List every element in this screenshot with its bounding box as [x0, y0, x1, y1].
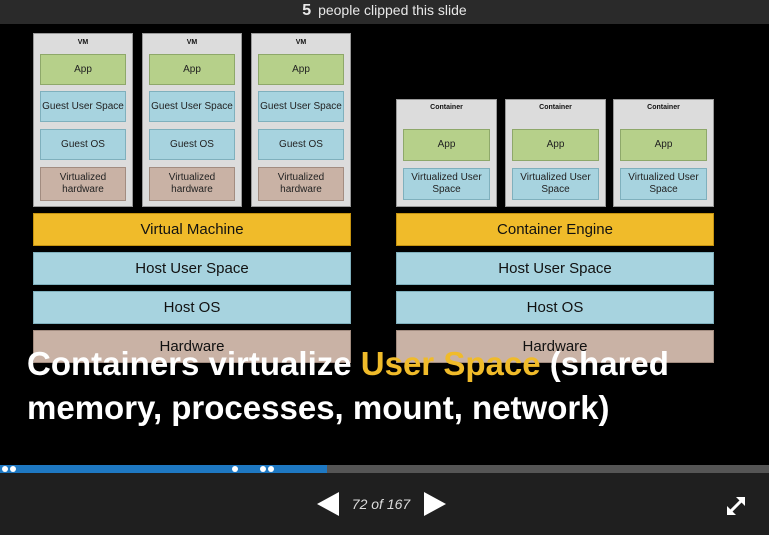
player-controls — [0, 473, 769, 535]
vm-box: VM App Guest User Space Guest OS Virtual… — [142, 33, 242, 207]
container-app-cell: App — [620, 129, 707, 161]
clip-text: people clipped this slide — [318, 2, 467, 18]
vm-guest-os-cell: Guest OS — [258, 129, 344, 160]
progress-marker[interactable] — [260, 466, 266, 472]
vm-virtualized-hardware-cell: Virtualized hardware — [40, 167, 126, 201]
vm-box: VM App Guest User Space Guest OS Virtual… — [251, 33, 351, 207]
fullscreen-icon[interactable] — [724, 494, 748, 518]
container-box-title: Container — [430, 104, 463, 111]
slide-progress-bar[interactable] — [0, 465, 769, 473]
container-box: Container App Virtualized User Space — [505, 99, 606, 207]
vm-app-cell: App — [258, 54, 344, 85]
vm-guest-os-cell: Guest OS — [149, 129, 235, 160]
next-slide-icon[interactable] — [424, 492, 446, 516]
vm-box-title: VM — [77, 39, 89, 46]
host-os-layer: Host OS — [33, 291, 351, 324]
container-box-title: Container — [647, 104, 680, 111]
progress-marker[interactable] — [2, 466, 8, 472]
vm-box: VM App Guest User Space Guest OS Virtual… — [33, 33, 133, 207]
clip-count: 5 — [302, 2, 312, 19]
caption-part1: Containers virtualize — [27, 345, 361, 382]
host-os-layer: Host OS — [396, 291, 714, 324]
slide-canvas: VM App Guest User Space Guest OS Virtual… — [0, 24, 769, 465]
vm-guest-user-space-cell: Guest User Space — [258, 91, 344, 122]
progress-marker[interactable] — [10, 466, 16, 472]
vm-virtualized-hardware-cell: Virtualized hardware — [149, 167, 235, 201]
virtual-machine-layer: Virtual Machine — [33, 213, 351, 246]
container-box-title: Container — [539, 104, 572, 111]
slide-pager: 72 of 167 — [351, 496, 411, 512]
container-box: Container App Virtualized User Space — [613, 99, 714, 207]
host-user-space-layer: Host User Space — [396, 252, 714, 285]
container-box: Container App Virtualized User Space — [396, 99, 497, 207]
hardware-layer: Hardware — [396, 330, 714, 363]
container-virtualized-user-space-cell: Virtualized User Space — [512, 168, 599, 200]
vm-virtualized-hardware-cell: Virtualized hardware — [258, 167, 344, 201]
progress-fill — [0, 465, 327, 473]
vm-box-title: VM — [295, 39, 307, 46]
vm-app-cell: App — [40, 54, 126, 85]
container-virtualized-user-space-cell: Virtualized User Space — [403, 168, 490, 200]
hardware-layer: Hardware — [33, 330, 351, 363]
vm-app-cell: App — [149, 54, 235, 85]
container-app-cell: App — [403, 129, 490, 161]
progress-marker[interactable] — [268, 466, 274, 472]
container-virtualized-user-space-cell: Virtualized User Space — [620, 168, 707, 200]
vm-guest-user-space-cell: Guest User Space — [149, 91, 235, 122]
vm-box-title: VM — [186, 39, 198, 46]
vm-guest-os-cell: Guest OS — [40, 129, 126, 160]
caption-part2: (shared memory, processes, mount, networ… — [27, 345, 669, 426]
clip-info-bar: 5 people clipped this slide — [0, 0, 769, 24]
container-app-cell: App — [512, 129, 599, 161]
slide-caption: Containers virtualize User Space (shared… — [27, 342, 757, 430]
caption-highlight: User Space — [360, 345, 541, 382]
host-user-space-layer: Host User Space — [33, 252, 351, 285]
progress-marker[interactable] — [232, 466, 238, 472]
vm-guest-user-space-cell: Guest User Space — [40, 91, 126, 122]
prev-slide-icon[interactable] — [317, 492, 339, 516]
container-engine-layer: Container Engine — [396, 213, 714, 246]
